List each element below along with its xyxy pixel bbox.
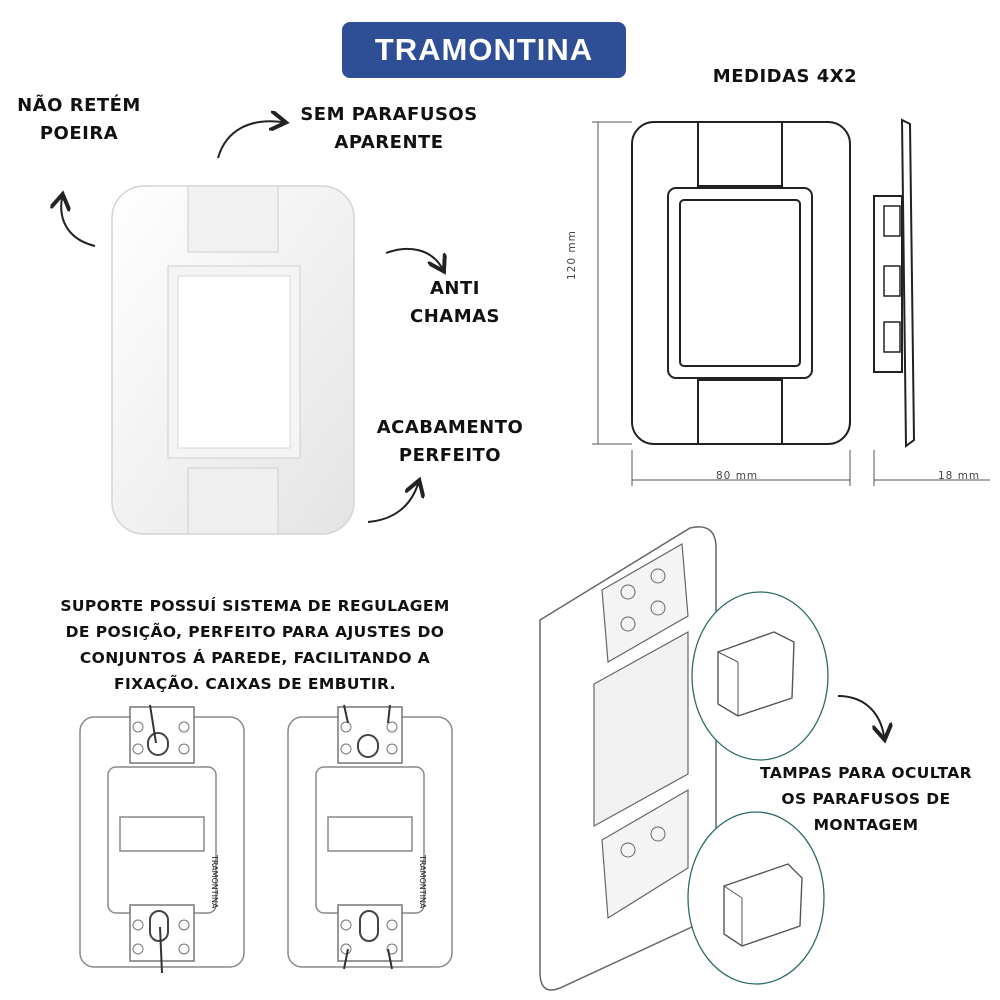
curved-arrow-icon [367, 484, 418, 523]
support-line4: FIXAÇÃO. CAIXAS DE EMBUTIR. [114, 675, 396, 693]
support-line2: DE POSIÇÃO, PERFEITO PARA AJUSTES DO [65, 623, 445, 641]
feature-flame: ANTI CHAMAS [395, 275, 515, 331]
cover-detail-bottom [687, 811, 825, 985]
feature-screws-line2: APARENTE [334, 132, 444, 153]
curved-arrow-icon [217, 121, 282, 159]
feature-dust-line2: POEIRA [39, 123, 119, 144]
brand-banner: TRAMONTINA [342, 22, 626, 78]
covers-description: TAMPAS PARA OCULTAR OS PARAFUSOS DE MONT… [744, 760, 988, 838]
feature-finish-line1: ACABAMENTO [376, 417, 524, 438]
support-drawing-right: TRAMONTINA [287, 704, 453, 970]
product-photo [111, 185, 355, 535]
covers-line1: TAMPAS PARA OCULTAR [760, 764, 972, 782]
curved-arrow-icon [837, 695, 884, 736]
plate-brand-label: TRAMONTINA [210, 854, 219, 909]
technical-drawing [592, 118, 990, 486]
feature-screws: SEM PARAFUSOS APARENTE [284, 101, 494, 157]
exploded-view-drawing [539, 526, 717, 991]
curved-arrow-icon [61, 198, 96, 247]
feature-finish: ACABAMENTO PERFEITO [360, 414, 540, 470]
support-drawing-left: TRAMONTINA [79, 704, 245, 974]
feature-flame-line1: ANTI [430, 278, 480, 299]
support-description: SUPORTE POSSUÍ SISTEMA DE REGULAGEM DE P… [40, 593, 470, 697]
feature-dust: NÃO RETÉM POEIRA [10, 92, 148, 148]
feature-dust-line1: NÃO RETÉM [17, 95, 141, 116]
covers-line3: MONTAGEM [813, 816, 919, 834]
feature-finish-line2: PERFEITO [398, 445, 502, 466]
feature-flame-line2: CHAMAS [409, 306, 500, 327]
cover-detail-top [691, 591, 829, 761]
brand-name: TRAMONTINA [374, 32, 594, 67]
depth-dimension: 18 mm [938, 470, 981, 482]
plate-brand-label: TRAMONTINA [418, 854, 427, 909]
support-line1: SUPORTE POSSUÍ SISTEMA DE REGULAGEM [60, 597, 450, 615]
feature-screws-line1: SEM PARAFUSOS [300, 104, 478, 125]
height-dimension: 120 mm [566, 230, 578, 280]
covers-line2: OS PARAFUSOS DE [781, 790, 951, 808]
width-dimension: 80 mm [716, 470, 759, 482]
measures-title: MEDIDAS 4X2 [712, 66, 858, 87]
support-line3: CONJUNTOS Á PAREDE, FACILITANDO A [79, 649, 431, 667]
curved-arrow-icon [385, 247, 442, 268]
